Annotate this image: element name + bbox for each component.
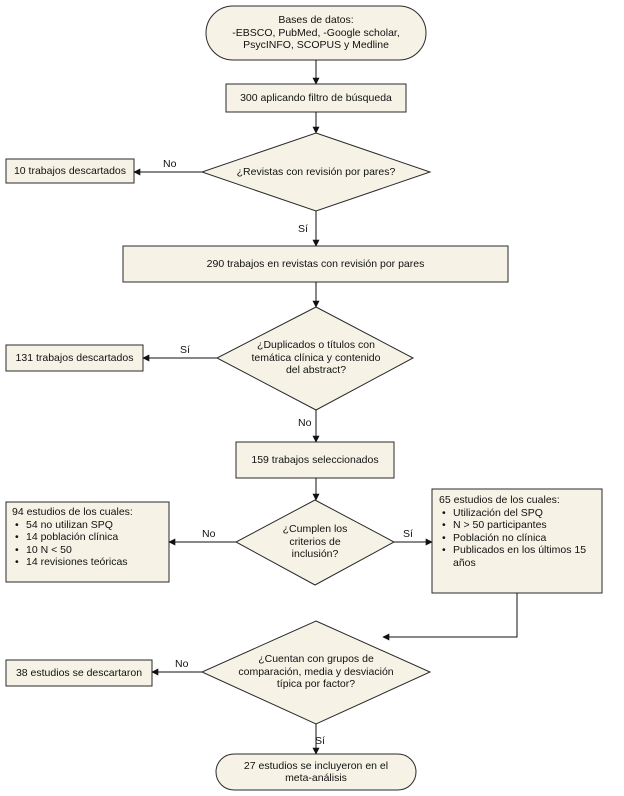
criteria-line-2: criterios de bbox=[289, 535, 341, 548]
databases-line-3: PsycINFO, SCOPUS y Medline bbox=[243, 39, 389, 52]
databases-line-2: -EBSCO, PubMed, -Google scholar, bbox=[232, 26, 400, 39]
discarded-38-box bbox=[5, 659, 153, 687]
edge-label-peer-yes: Sí bbox=[298, 223, 308, 235]
duplicates-question-label: ¿Duplicados o títulos con temática clíni… bbox=[232, 332, 400, 384]
edge-label-dup-yes: Sí bbox=[180, 344, 190, 356]
discarded-38-label: 38 estudios se descartaron bbox=[6, 660, 152, 686]
criteria-line-3: inclusión? bbox=[291, 548, 339, 561]
included-27-line-2: meta-análisis bbox=[285, 772, 347, 784]
peer-reviewed-290-label: 290 trabajos en revistas con revisión po… bbox=[123, 246, 508, 282]
criteria-line-1: ¿Cumplen los bbox=[282, 523, 348, 536]
edge-label-dup-no: No bbox=[298, 417, 312, 429]
databases-label: Bases de datos: -EBSCO, PubMed, -Google … bbox=[206, 6, 426, 60]
peer-review-question-text: ¿Revistas con revisión por pares? bbox=[236, 165, 396, 178]
filter-label: 300 aplicando filtro de búsqueda bbox=[226, 84, 406, 112]
selected-159-text: 159 trabajos seleccionados bbox=[251, 453, 379, 466]
peer-reviewed-290-text: 290 trabajos en revistas con revisión po… bbox=[206, 257, 425, 270]
peer-reviewed-290-box bbox=[122, 245, 509, 283]
edge-label-criteria-yes: Sí bbox=[403, 528, 413, 540]
discarded-10-text: 10 trabajos descartados bbox=[13, 164, 127, 177]
groups-line-1: ¿Cuentan con grupos de bbox=[258, 653, 374, 666]
included-65-label: 65 estudios de los cuales: Utilización d… bbox=[439, 494, 599, 590]
duplicates-line-1: ¿Duplicados o títulos con bbox=[257, 339, 375, 352]
list-item: 14 revisiones teóricas bbox=[15, 556, 128, 569]
discarded-10-label: 10 trabajos descartados bbox=[6, 159, 134, 183]
criteria-decision bbox=[234, 499, 396, 586]
included-65-list: Utilización del SPQ N > 50 participantes… bbox=[439, 507, 591, 570]
list-item: 54 no utilizan SPQ bbox=[15, 519, 128, 532]
included-27-label: 27 estudios se incluyeron en el meta-aná… bbox=[216, 754, 416, 790]
list-item: Publicados en los últimos 15 años bbox=[442, 544, 591, 569]
discarded-131-label: 131 trabajos descartados bbox=[6, 345, 143, 371]
list-item: 14 población clínica bbox=[15, 531, 128, 544]
edge-label-groups-yes: Sí bbox=[315, 735, 325, 747]
edge-65-groups bbox=[382, 593, 518, 641]
duplicates-line-2: temática clínica y contenido bbox=[251, 351, 381, 364]
included-27-line-1: 27 estudios se incluyeron en el bbox=[243, 759, 389, 772]
list-item: N > 50 participantes bbox=[442, 519, 591, 532]
databases-line-1: Bases de datos: bbox=[278, 14, 354, 27]
discarded-131-text: 131 trabajos descartados bbox=[15, 351, 134, 364]
edge-label-criteria-no: No bbox=[202, 528, 216, 540]
selected-159-label: 159 trabajos seleccionados bbox=[236, 442, 394, 478]
discarded-38-text: 38 estudios se descartaron bbox=[15, 666, 143, 679]
list-item: Utilización del SPQ bbox=[442, 507, 591, 520]
excluded-94-list: 54 no utilizan SPQ 14 población clínica … bbox=[12, 519, 128, 569]
filter-box bbox=[225, 83, 407, 113]
excluded-94-title: 94 estudios de los cuales: bbox=[12, 506, 133, 518]
included-65-title: 65 estudios de los cuales: bbox=[439, 494, 560, 506]
excluded-94-label: 94 estudios de los cuales: 54 no utiliza… bbox=[12, 506, 166, 578]
list-item: 10 N < 50 bbox=[15, 544, 128, 557]
discarded-131-box bbox=[5, 344, 144, 372]
filter-text: 300 aplicando filtro de búsqueda bbox=[240, 91, 392, 104]
peer-review-question-label: ¿Revistas con revisión por pares? bbox=[222, 152, 410, 192]
groups-line-2: comparación, media y desviación bbox=[238, 665, 394, 678]
edge-label-peer-no: No bbox=[163, 158, 177, 170]
groups-line-3: típica por factor? bbox=[276, 678, 356, 691]
criteria-question-label: ¿Cumplen los criterios de inclusión? bbox=[265, 518, 365, 566]
groups-question-label: ¿Cuentan con grupos de comparación, medi… bbox=[228, 646, 404, 698]
list-item: Población no clínica bbox=[442, 532, 591, 545]
duplicates-line-3: del abstract? bbox=[285, 364, 347, 377]
edge-label-groups-no: No bbox=[175, 658, 189, 670]
